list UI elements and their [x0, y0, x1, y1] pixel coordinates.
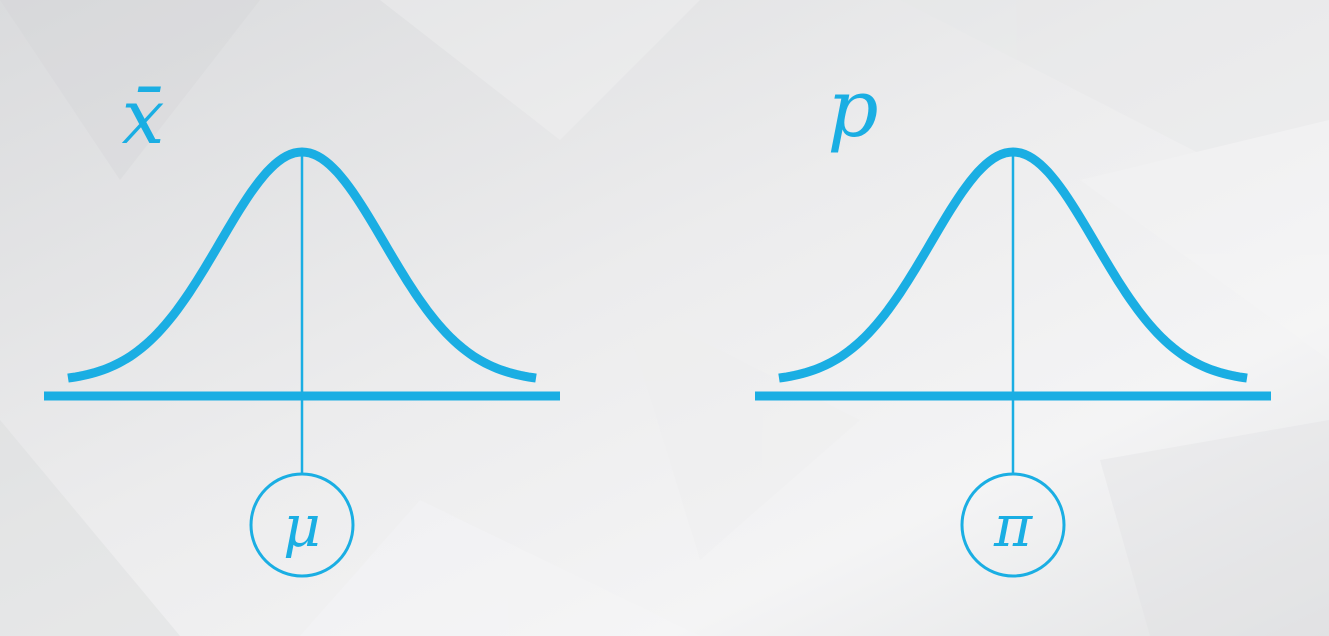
diagram-sample-mean: x̄ μ [44, 72, 560, 578]
diagram-sample-proportion: p π [755, 62, 1271, 578]
parameter-circle [960, 472, 1066, 578]
parameter-label-pi: π [993, 492, 1033, 560]
statistic-label-p: p [827, 62, 878, 155]
parameter-circle [249, 472, 355, 578]
statistic-label-xbar: x̄ [122, 72, 165, 161]
parameter-label-mu: μ [283, 492, 321, 560]
